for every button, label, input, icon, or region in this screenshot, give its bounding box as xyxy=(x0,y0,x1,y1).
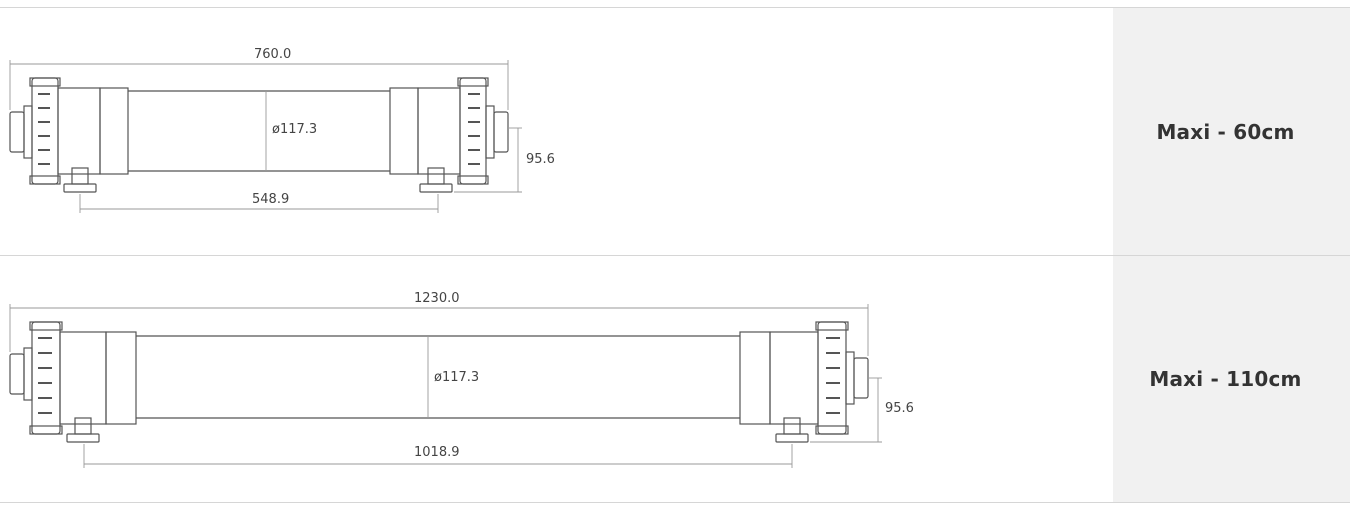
port-spacing-label: 548.9 xyxy=(252,192,289,207)
row-maxi-60: 760.0 ø117.3 548.9 95.6 Maxi - 60cm xyxy=(0,8,1350,255)
overall-length-label: 760.0 xyxy=(254,47,291,62)
drawing-maxi-110: 1230.0 ø117.3 1018.9 95.6 xyxy=(9,291,914,468)
right-outlet-flange xyxy=(493,111,509,153)
drawing-maxi-60: 760.0 ø117.3 548.9 95.6 xyxy=(9,47,555,213)
model-label: Maxi - 60cm xyxy=(1156,119,1295,144)
cap-ribs xyxy=(38,93,480,165)
dimension-lines xyxy=(9,60,522,213)
port-spacing-label: 1018.9 xyxy=(414,445,460,460)
port-height-label: 95.6 xyxy=(526,152,555,167)
overall-length-label: 1230.0 xyxy=(414,291,460,306)
right-bottom-port xyxy=(419,183,453,193)
left-collar xyxy=(99,87,129,175)
diameter-label: ø117.3 xyxy=(272,122,317,137)
top-divider xyxy=(0,7,1350,8)
model-label-panel: Maxi - 110cm xyxy=(1113,256,1350,502)
dimension-lines xyxy=(9,304,882,468)
left-bottom-port xyxy=(63,183,97,193)
left-bottom-port xyxy=(66,433,100,443)
port-height-label: 95.6 xyxy=(885,401,914,416)
right-collar xyxy=(389,87,419,175)
right-collar xyxy=(739,331,771,425)
middle-divider xyxy=(0,255,1350,256)
model-label: Maxi - 110cm xyxy=(1149,367,1302,391)
left-inlet-flange xyxy=(9,111,25,153)
left-inlet-flange xyxy=(9,353,25,395)
bottom-divider xyxy=(0,502,1350,503)
diameter-label: ø117.3 xyxy=(434,370,479,385)
right-outlet-flange xyxy=(853,357,869,399)
right-bottom-port xyxy=(775,433,809,443)
cap-ribs xyxy=(38,337,840,414)
left-collar xyxy=(105,331,137,425)
model-label-panel: Maxi - 60cm xyxy=(1113,8,1350,255)
row-maxi-110: 1230.0 ø117.3 1018.9 95.6 Maxi - 110cm xyxy=(0,256,1350,502)
